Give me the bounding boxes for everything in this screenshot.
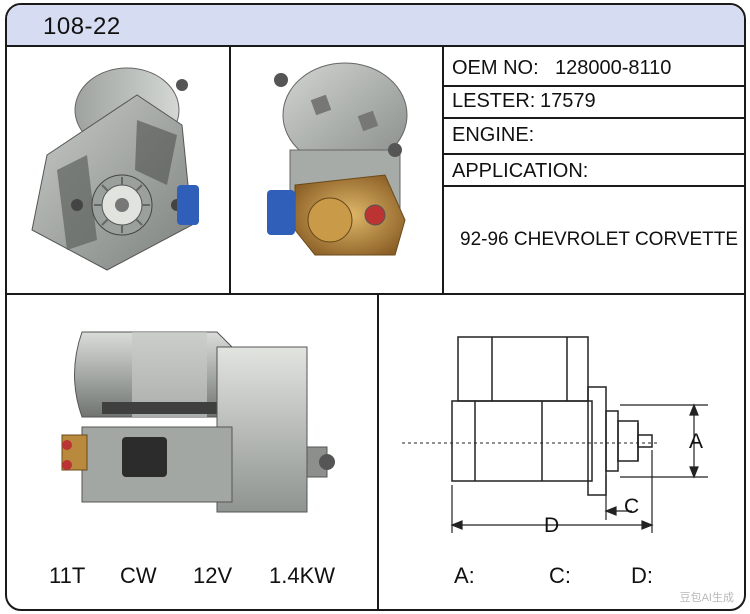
- application-label: APPLICATION:: [452, 160, 589, 182]
- part-number: 108-22: [43, 13, 121, 40]
- power: 1.4KW: [269, 563, 336, 588]
- dimension-c-value: C:: [549, 563, 571, 588]
- watermark: 豆包AI生成: [679, 592, 734, 604]
- lester-value: 17579: [540, 90, 596, 112]
- application-text: 92-96 CHEVROLET CORVETTE: [460, 229, 739, 250]
- header-bar: 108-22: [7, 5, 744, 47]
- rotation: CW: [120, 563, 157, 588]
- dimension-drawing: [402, 336, 708, 533]
- divider-bottom: [377, 293, 379, 609]
- starter-front-photo: [31, 67, 199, 271]
- divider-mid: [7, 293, 744, 295]
- teeth-count: 11T: [49, 563, 86, 588]
- dimension-c-label: C: [624, 495, 640, 518]
- voltage: 12V: [193, 563, 233, 588]
- lester-label: LESTER:: [452, 90, 536, 112]
- engine-label: ENGINE:: [452, 124, 535, 146]
- divider-photo-2: [442, 45, 444, 293]
- dimension-a-value: A:: [454, 563, 475, 588]
- dimension-a-label: A: [689, 430, 704, 453]
- divider-photo-1: [229, 45, 231, 293]
- starter-side-photo: [267, 62, 408, 256]
- divider-row-1: [442, 85, 744, 87]
- divider-row-2: [442, 117, 744, 119]
- dimension-d-value: D:: [631, 563, 653, 588]
- dimension-d-label: D: [544, 514, 560, 537]
- product-card: 108-22 OEM NO: 128000-8110 LESTER: 17579…: [5, 3, 746, 611]
- oem-value: 128000-8110: [555, 57, 672, 79]
- divider-row-3: [442, 153, 744, 155]
- divider-row-4: [442, 185, 744, 187]
- starter-lateral-photo: [61, 331, 335, 513]
- oem-label: OEM NO:: [452, 57, 539, 79]
